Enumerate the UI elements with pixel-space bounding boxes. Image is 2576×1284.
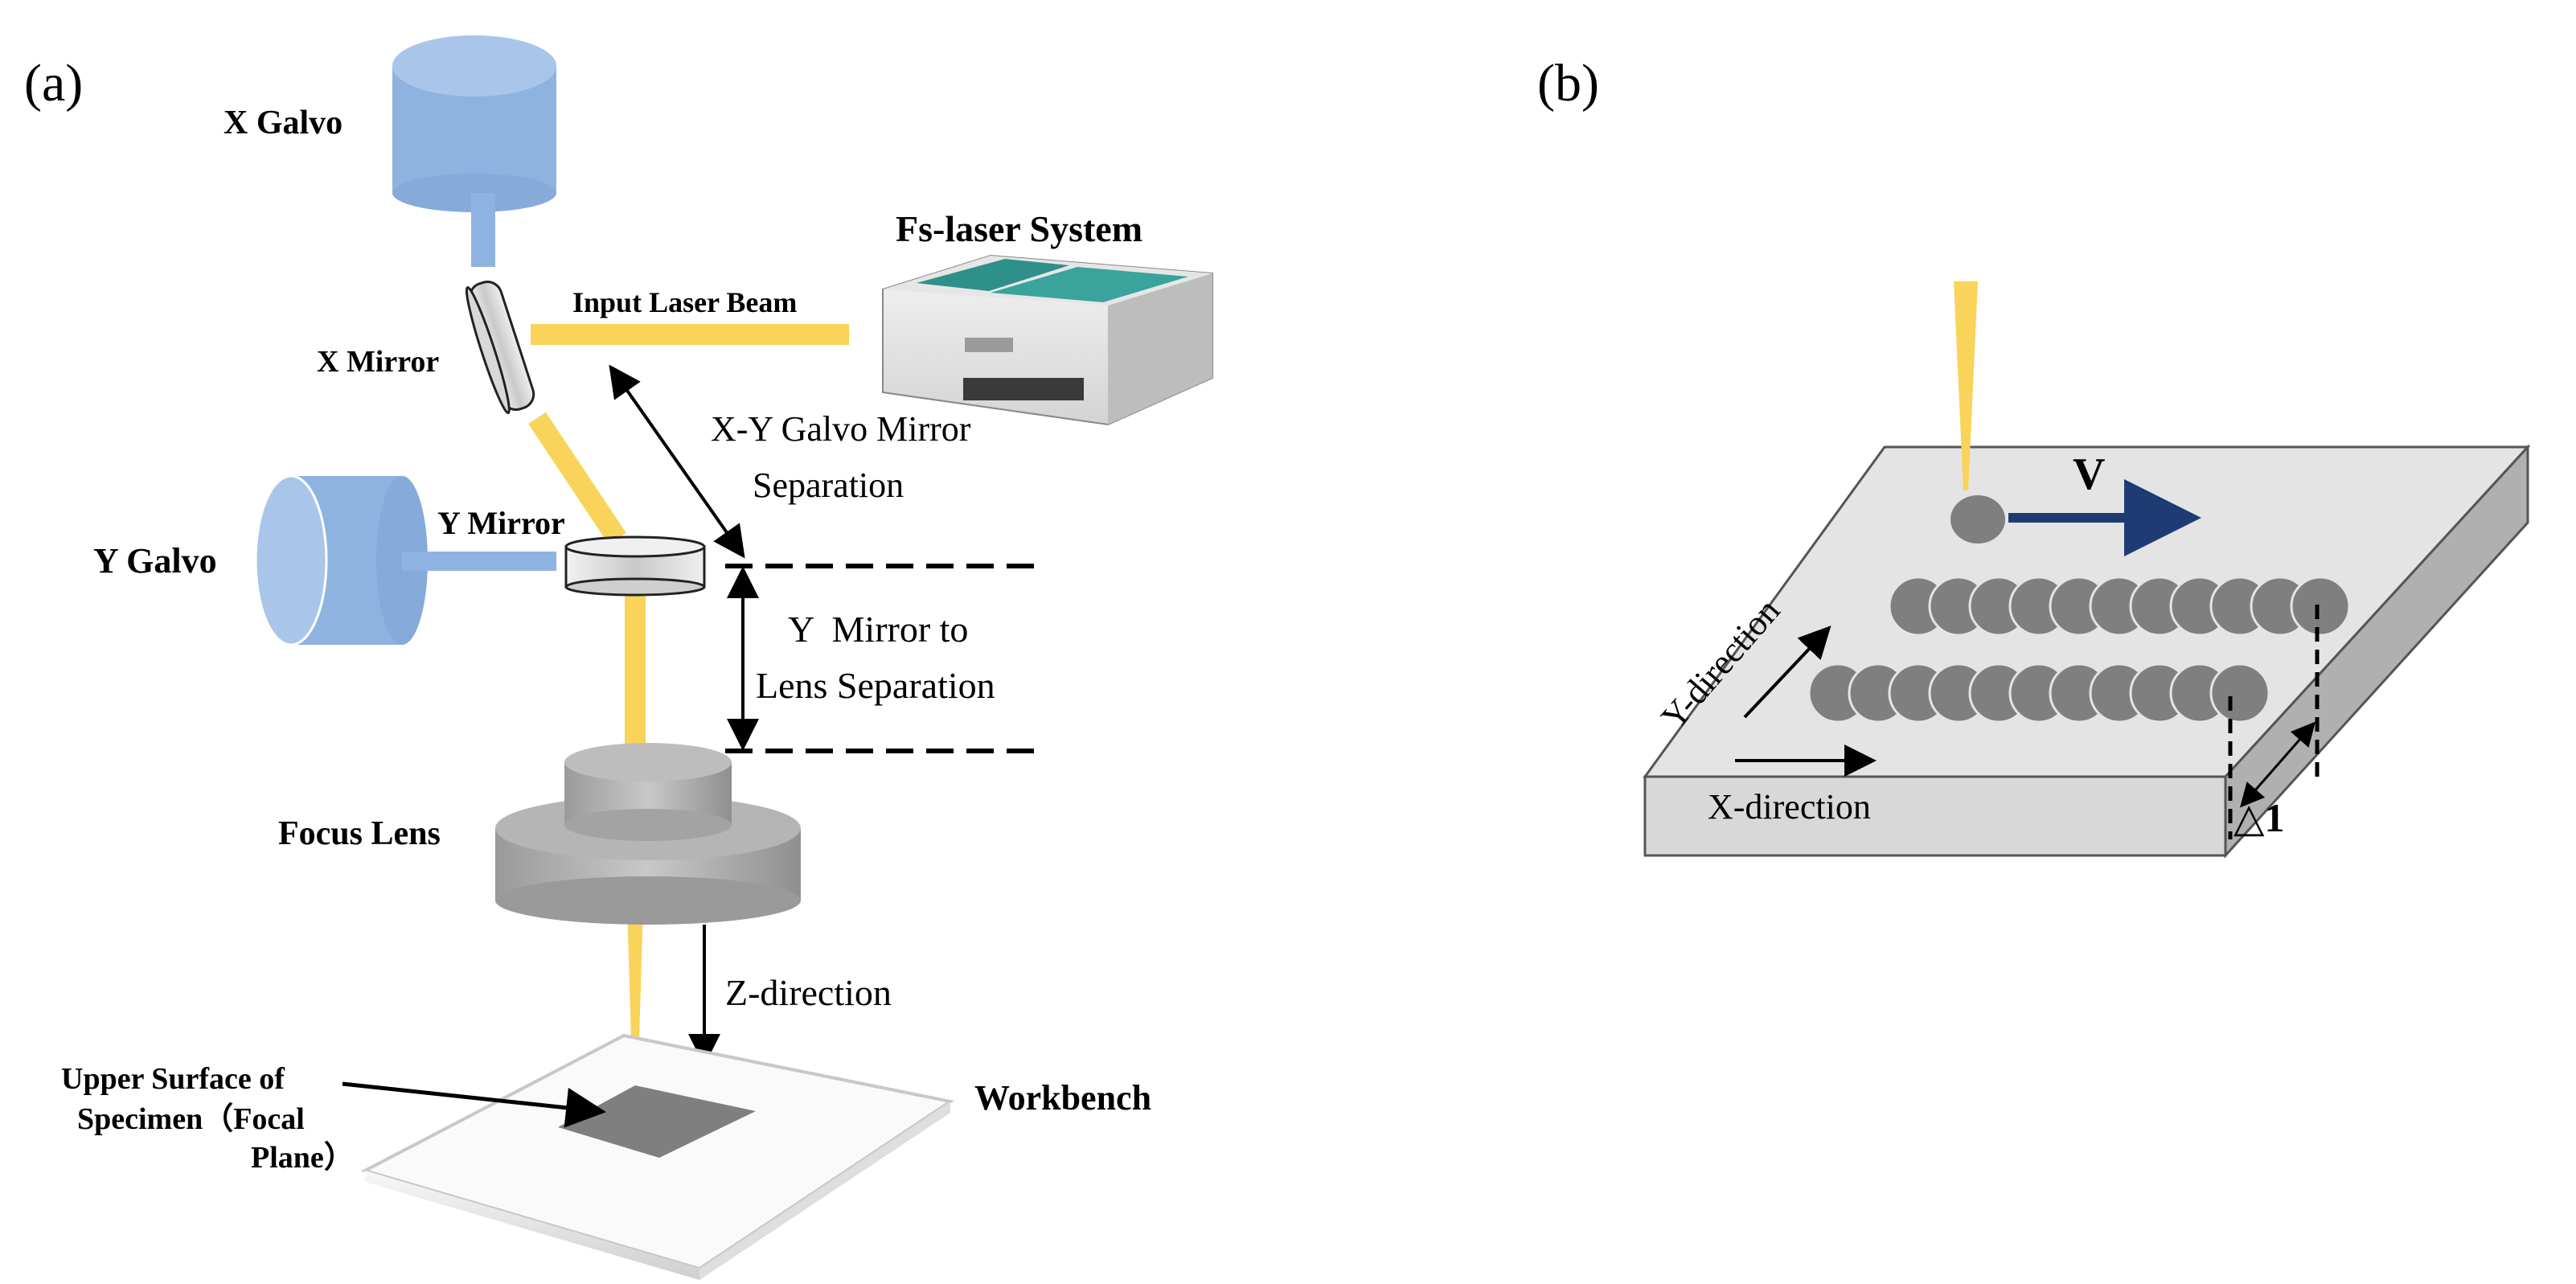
y-mirror-label: Y Mirror xyxy=(437,505,565,541)
laser-spot xyxy=(2290,576,2351,637)
x-mirror-label: X Mirror xyxy=(317,345,439,379)
input-laser-beam-label: Input Laser Beam xyxy=(572,286,797,318)
focus-lens-label: Focus Lens xyxy=(278,815,441,852)
fs-laser-system-label: Fs-laser System xyxy=(896,208,1142,249)
hatch-spacing-label: △1 xyxy=(2233,795,2284,840)
y-mirror-icon xyxy=(564,535,706,597)
fs-laser-system-icon xyxy=(882,254,1213,426)
velocity-label: V xyxy=(2073,449,2105,499)
specimen-icon xyxy=(558,1085,756,1158)
x-mirror-icon xyxy=(465,281,535,415)
x-galvo-icon xyxy=(392,35,556,267)
upper-surface-label-line1: Upper Surface of xyxy=(61,1062,285,1096)
spot-row-lower xyxy=(1807,663,2270,724)
workbench-icon xyxy=(360,1033,955,1280)
y-galvo-icon xyxy=(254,474,556,646)
panel-b-label: (b) xyxy=(1537,54,1599,113)
xy-separation-label-line1: X-Y Galvo Mirror xyxy=(711,409,971,449)
laser-beam-cone xyxy=(1954,281,1978,490)
y-direction-arrow xyxy=(1743,626,1832,719)
specimen-pointer-arrow xyxy=(342,1081,606,1128)
laser-beam-path xyxy=(528,324,849,1093)
y-lens-separation-label-line1: Y Mirror to xyxy=(788,609,968,650)
xy-separation-label-line2: Separation xyxy=(753,466,904,505)
z-direction-label: Z-direction xyxy=(725,972,892,1013)
y-lens-separation-label-line2: Lens Separation xyxy=(756,665,995,706)
hatch-spacing-marker xyxy=(2228,605,2320,839)
laser-spot xyxy=(1950,495,2005,544)
laser-spot xyxy=(2209,663,2270,724)
focus-lens-icon xyxy=(495,743,801,925)
spot-row-upper xyxy=(1888,576,2351,637)
y-galvo-label: Y Galvo xyxy=(93,541,217,580)
upper-surface-label-line2: Specimen（Focal xyxy=(77,1102,305,1136)
panel-a-label: (a) xyxy=(24,54,83,113)
x-galvo-label: X Galvo xyxy=(224,105,343,142)
workbench-label: Workbench xyxy=(974,1078,1151,1118)
xy-separation-arrow xyxy=(609,364,745,559)
y-lens-separation-marker xyxy=(725,564,1037,753)
upper-surface-label-line3: Plane） xyxy=(251,1141,355,1175)
x-direction-label: X-direction xyxy=(1708,787,1871,827)
